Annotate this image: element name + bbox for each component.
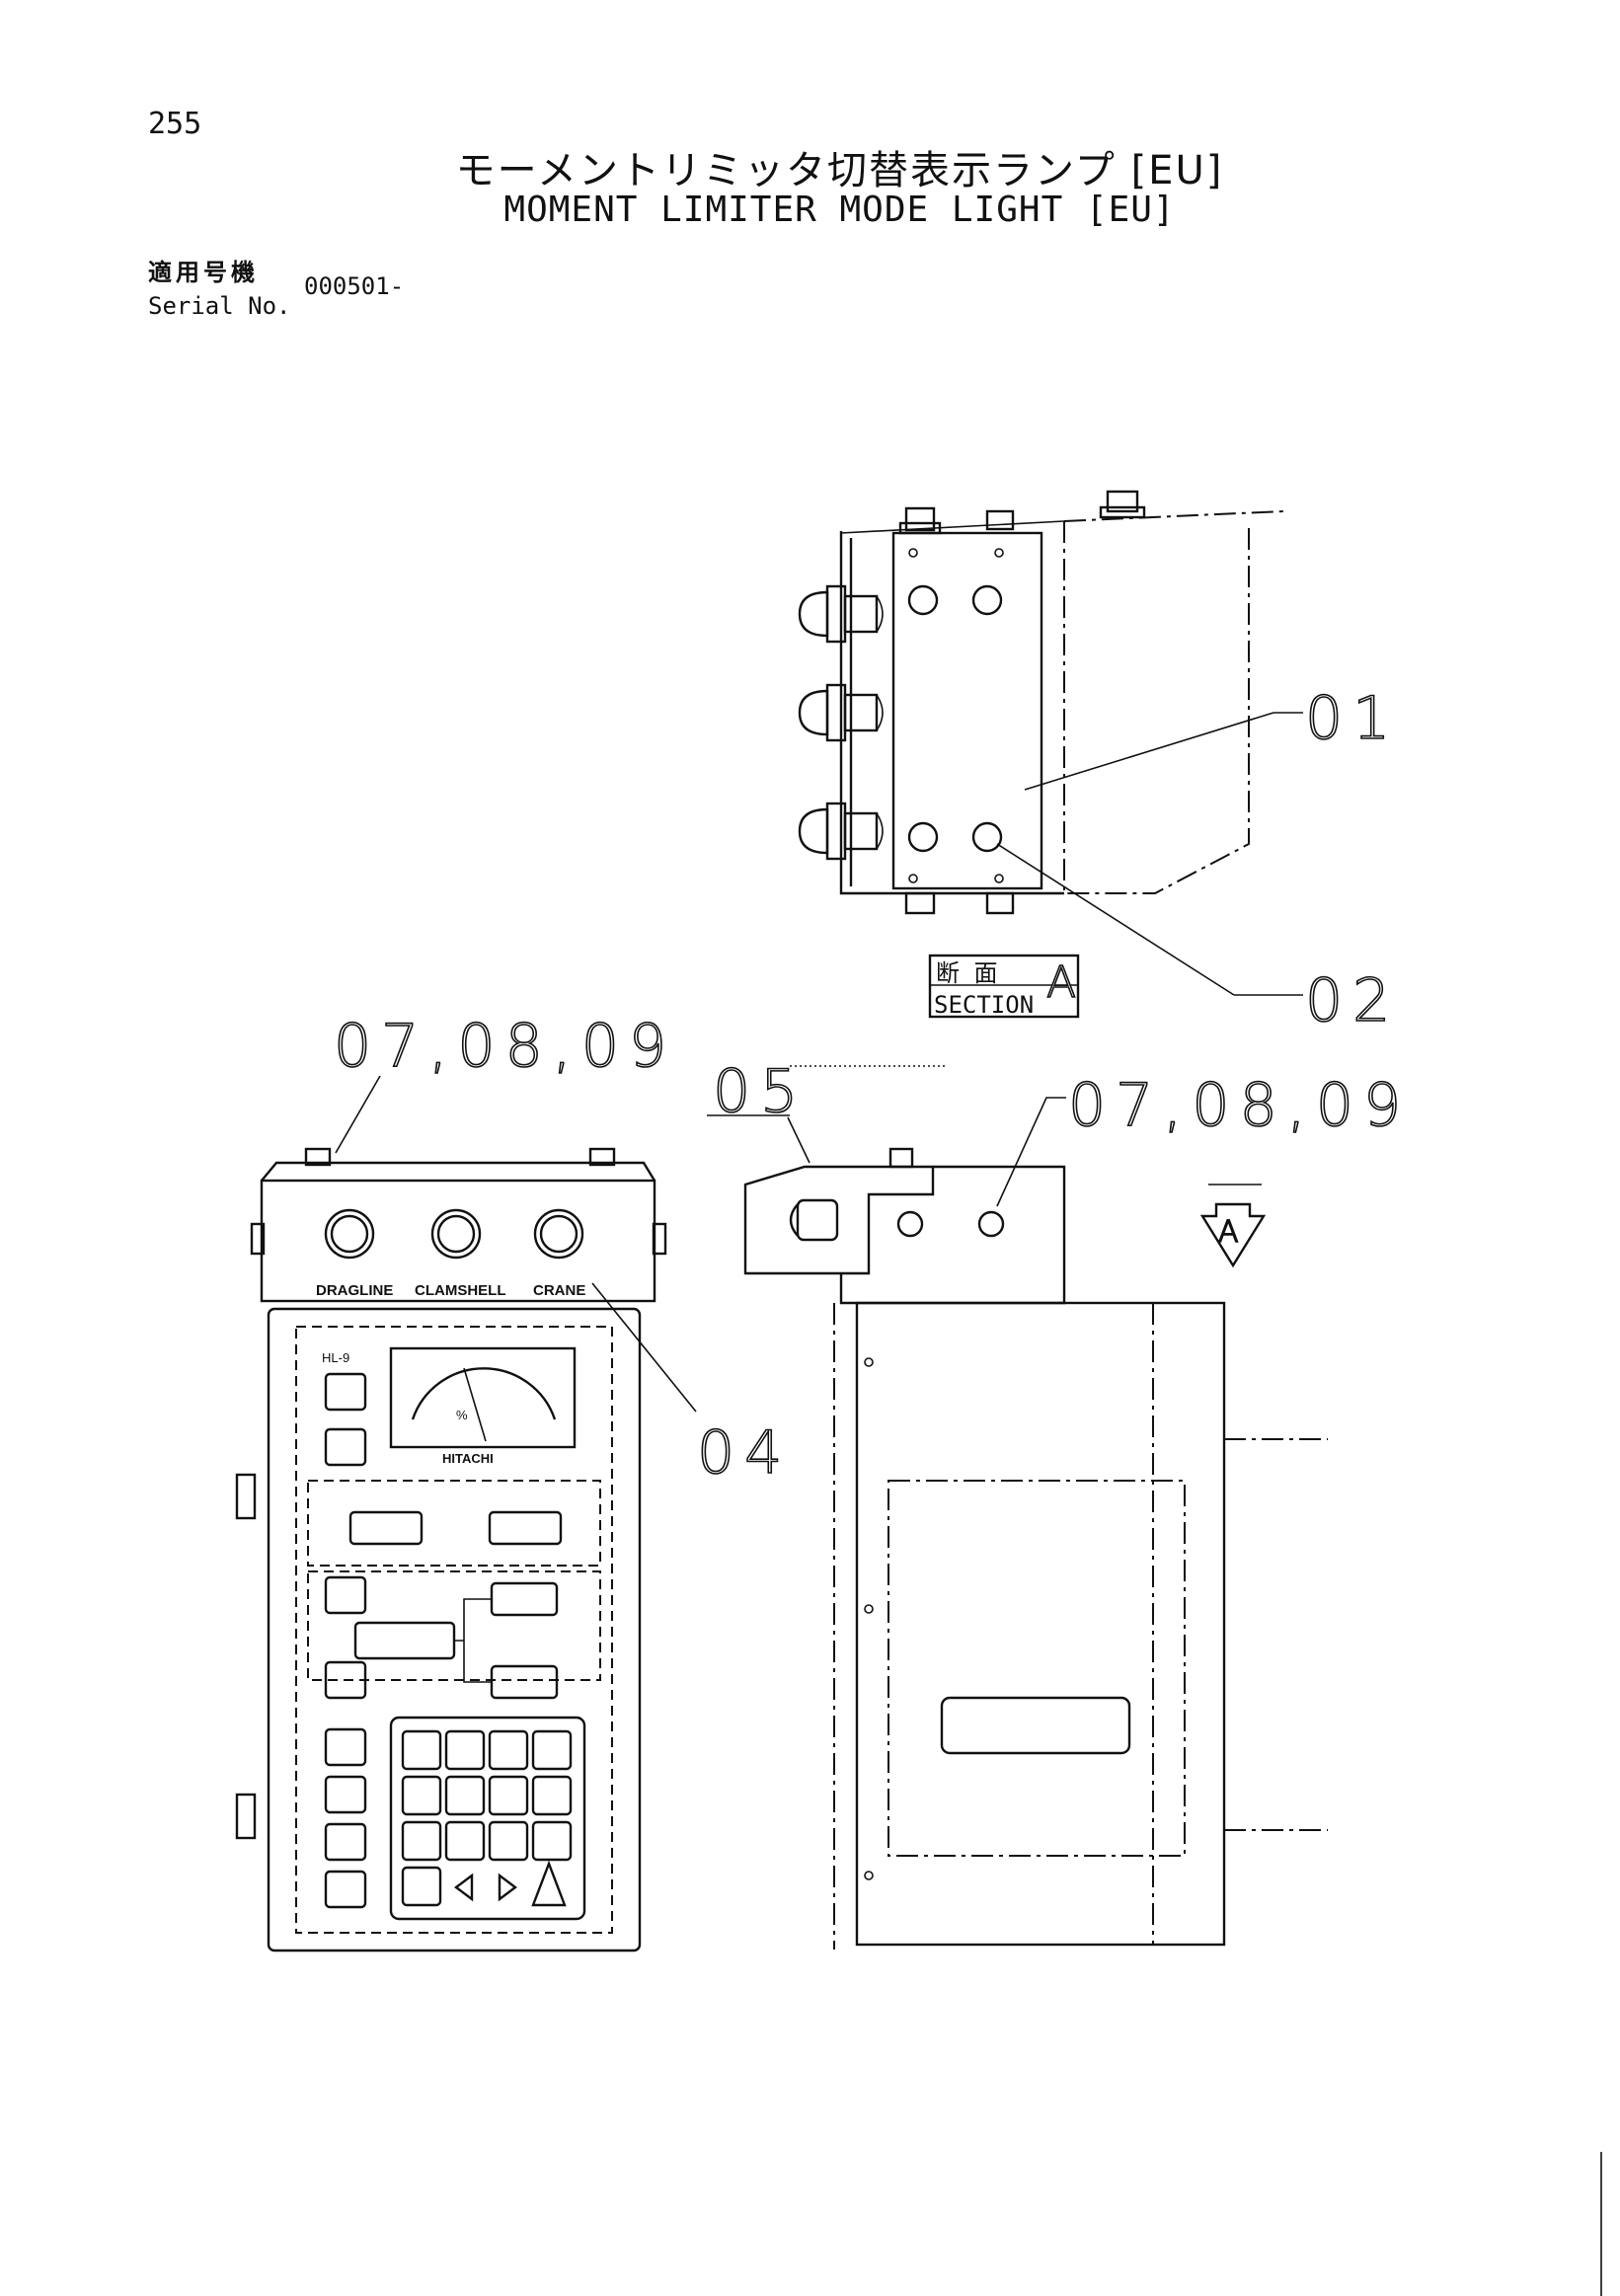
monitor-brand: HITACHI	[442, 1451, 494, 1466]
monitor-front-view: 07,08,09 DRAGLINE CLAMSHELL CRANE 04 HL-…	[235, 1011, 792, 1952]
monitor-side-view: 05 07,08,09 A	[707, 1056, 1411, 1950]
section-a-view: 断 面 SECTION A 01 02	[798, 490, 1400, 1036]
callout-04: 04	[697, 1418, 792, 1488]
title-english: MOMENT LIMITER MODE LIGHT [EU]	[503, 190, 1176, 230]
view-arrow-letter: A	[1218, 1215, 1239, 1250]
title-japanese: モーメントリミッタ切替表示ランプ [EU]	[455, 148, 1224, 193]
callout-02: 02	[1305, 966, 1400, 1035]
side-lamps	[798, 584, 884, 861]
gauge-unit: %	[456, 1408, 468, 1422]
serial-label-japanese: 適用号機	[148, 259, 259, 286]
serial-label-english: Serial No.	[148, 292, 291, 320]
callout-01: 01	[1305, 684, 1400, 753]
page-number: 255	[148, 107, 202, 141]
keypad-keys	[401, 1729, 573, 1907]
lamp-label-dragline: DRAGLINE	[316, 1282, 393, 1299]
serial-number-value: 000501-	[304, 272, 405, 300]
lamp-label-clamshell: CLAMSHELL	[415, 1282, 506, 1299]
view-arrow-a: A	[1199, 1184, 1267, 1268]
callout-070809-left: 07,08,09	[334, 1012, 676, 1081]
section-label-box	[928, 954, 1080, 1019]
section-label-jp: 断 面	[936, 959, 997, 987]
lamp-label-crane: CRANE	[533, 1282, 585, 1299]
section-letter: A	[1046, 957, 1076, 1008]
monitor-model: HL-9	[322, 1350, 349, 1365]
section-label-en: SECTION	[934, 991, 1034, 1019]
callout-070809-right: 07,08,09	[1068, 1071, 1411, 1140]
